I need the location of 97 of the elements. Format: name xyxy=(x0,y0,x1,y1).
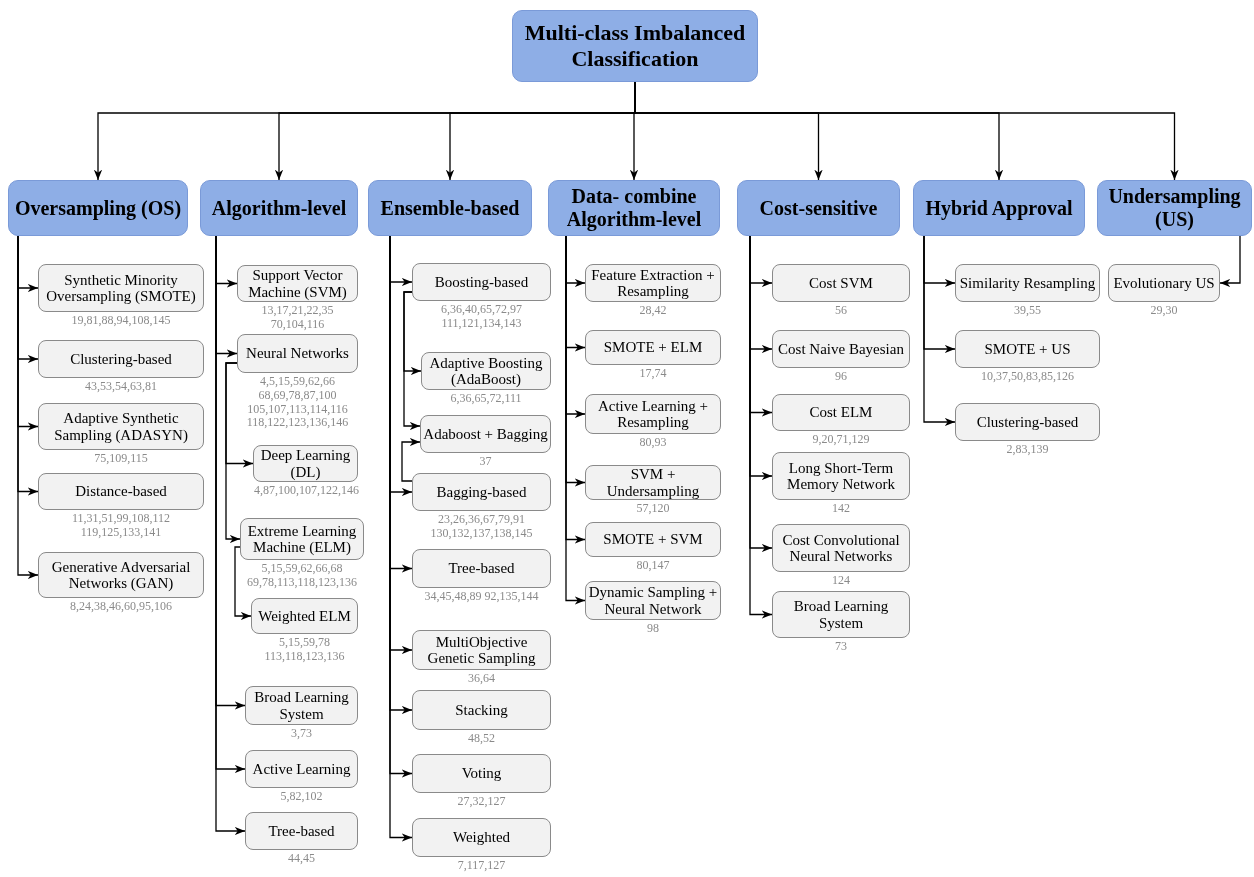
method-label: Adaptive Synthetic Sampling (ADASYN) xyxy=(53,410,189,443)
reference-numbers: 96 xyxy=(835,370,847,384)
method-label: Dynamic Sampling + Neural Network xyxy=(588,584,718,617)
reference-numbers: 28,42 xyxy=(639,304,667,318)
method-label: Cost SVM xyxy=(809,274,873,292)
method-label: MultiObjective Genetic Sampling xyxy=(426,633,537,667)
method-label: Cost ELM xyxy=(809,404,873,421)
reference-numbers: 124 xyxy=(832,574,850,588)
reference-numbers: 27,32,127 xyxy=(457,795,506,809)
reference-numbers: 43,53,54,63,81 xyxy=(85,380,157,394)
reference-numbers: 80,93 xyxy=(639,436,667,450)
category-box xyxy=(200,180,358,236)
method-label: Deep Learning (DL) xyxy=(259,447,352,480)
reference-numbers: 73 xyxy=(835,640,847,654)
reference-numbers: 6,36,65,72,111 xyxy=(450,392,522,406)
method-label: Adaboost + Bagging xyxy=(423,425,548,443)
method-label: Weighted ELM xyxy=(258,607,351,625)
reference-numbers: 4,5,15,59,62,66 68,69,78,87,100 105,107,113,114,116 118,122,123,136,146 xyxy=(245,375,350,431)
connector-arrow xyxy=(403,291,421,431)
connector-arrow xyxy=(923,235,956,427)
reference-numbers: 11,31,51,99,108,112 119,125,133,141 xyxy=(70,512,172,540)
reference-numbers: 98 xyxy=(647,622,659,636)
reference-numbers: 19,81,88,94,108,145 xyxy=(71,314,171,328)
reference-numbers: 142 xyxy=(832,502,850,516)
reference-numbers: 80,147 xyxy=(636,559,670,573)
reference-numbers: 36,64 xyxy=(468,672,495,686)
connector-arrow xyxy=(1219,235,1241,288)
method-label: Clustering-based xyxy=(976,413,1079,431)
category-label: Data- combine Algorithm-level xyxy=(565,185,703,231)
connector-arrow xyxy=(401,437,421,482)
method-label: Distance-based xyxy=(75,483,167,500)
method-label: Bagging-based xyxy=(436,483,527,501)
category-box xyxy=(737,180,900,236)
reference-numbers: 8,24,38,46,60,95,106 xyxy=(70,600,172,614)
root-label: Multi-class Imbalanced Classification xyxy=(523,19,747,73)
reference-numbers: 9,20,71,129 xyxy=(812,433,870,447)
reference-numbers: 7,117,127 xyxy=(457,859,506,873)
method-label: SMOTE + SVM xyxy=(603,531,703,548)
reference-numbers: 5,15,59,62,66,68 69,78,113,118,123,136 xyxy=(245,562,359,590)
method-label: Synthetic Minority Oversampling (SMOTE) xyxy=(45,271,197,305)
reference-numbers: 5,82,102 xyxy=(280,790,323,804)
root-box xyxy=(512,10,758,82)
method-label: Voting xyxy=(461,765,502,782)
reference-numbers: 39,55 xyxy=(1014,304,1041,318)
method-label: Neural Networks xyxy=(246,345,349,362)
reference-numbers: 29,30 xyxy=(1150,304,1178,318)
category-label: Undersampling (US) xyxy=(1107,185,1242,231)
method-label: Active Learning xyxy=(252,760,351,778)
reference-numbers: 5,15,59,78 113,118,123,136 xyxy=(263,636,346,664)
method-label: Support Vector Machine (SVM) xyxy=(247,267,348,300)
method-label: Extreme Learning Machine (ELM) xyxy=(246,522,358,556)
reference-numbers: 75,109,115 xyxy=(94,452,148,466)
method-label: Similarity Resampling xyxy=(959,274,1096,292)
method-label: Long Short-Term Memory Network xyxy=(786,459,896,493)
category-box xyxy=(8,180,188,236)
reference-numbers: 23,26,36,67,79,91 130,132,137,138,145 xyxy=(429,513,534,541)
reference-numbers: 17,74 xyxy=(639,367,667,381)
category-box xyxy=(548,180,720,236)
category-label: Algorithm-level xyxy=(211,196,347,220)
category-label: Ensemble-based xyxy=(380,196,520,220)
category-box xyxy=(913,180,1085,236)
reference-numbers: 13,17,21,22,35 70,104,116 xyxy=(260,304,335,332)
reference-numbers: 34,45,48,89 92,135,144 xyxy=(424,590,539,604)
method-label: Broad Learning System xyxy=(253,689,350,722)
reference-numbers: 57,120 xyxy=(636,502,670,516)
method-label: Evolutionary US xyxy=(1113,274,1215,292)
category-box xyxy=(1097,180,1252,236)
method-label: SVM + Undersampling xyxy=(605,466,701,499)
method-label: SMOTE + ELM xyxy=(603,339,703,356)
method-label: Cost Naive Bayesian xyxy=(778,340,904,358)
reference-numbers: 2,83,139 xyxy=(1006,443,1049,457)
reference-numbers: 56 xyxy=(835,304,847,318)
method-label: Tree-based xyxy=(448,560,515,577)
method-label: Tree-based xyxy=(268,822,335,840)
category-box xyxy=(368,180,532,236)
method-label: Generative Adversarial Networks (GAN) xyxy=(50,558,192,592)
category-label: Cost-sensitive xyxy=(759,196,878,220)
method-label: Cost Convolutional Neural Networks xyxy=(781,531,901,565)
reference-numbers: 10,37,50,83,85,126 xyxy=(981,370,1074,384)
method-label: Stacking xyxy=(455,701,508,719)
method-label: Broad Learning System xyxy=(792,598,890,631)
reference-numbers: 37 xyxy=(479,455,492,469)
method-label: Boosting-based xyxy=(434,273,529,291)
method-label: Clustering-based xyxy=(70,350,172,368)
method-label: SMOTE + US xyxy=(984,340,1071,358)
reference-numbers: 3,73 xyxy=(291,727,312,741)
category-label: Hybrid Approval xyxy=(925,196,1073,220)
reference-numbers: 48,52 xyxy=(468,732,495,746)
reference-numbers: 6,36,40,65,72,97 111,121,134,143 xyxy=(440,303,523,331)
method-label: Active Learning + Resampling xyxy=(596,397,710,431)
category-label: Oversampling (OS) xyxy=(14,196,182,220)
reference-numbers: 4,87,100,107,122,146 xyxy=(254,484,359,498)
reference-numbers: 44,45 xyxy=(288,852,315,866)
method-label: Weighted xyxy=(452,829,511,846)
connector-arrow xyxy=(225,362,241,544)
method-label: Adaptive Boosting (AdaBoost) xyxy=(428,354,544,388)
method-label: Feature Extraction + Resampling xyxy=(590,266,716,300)
